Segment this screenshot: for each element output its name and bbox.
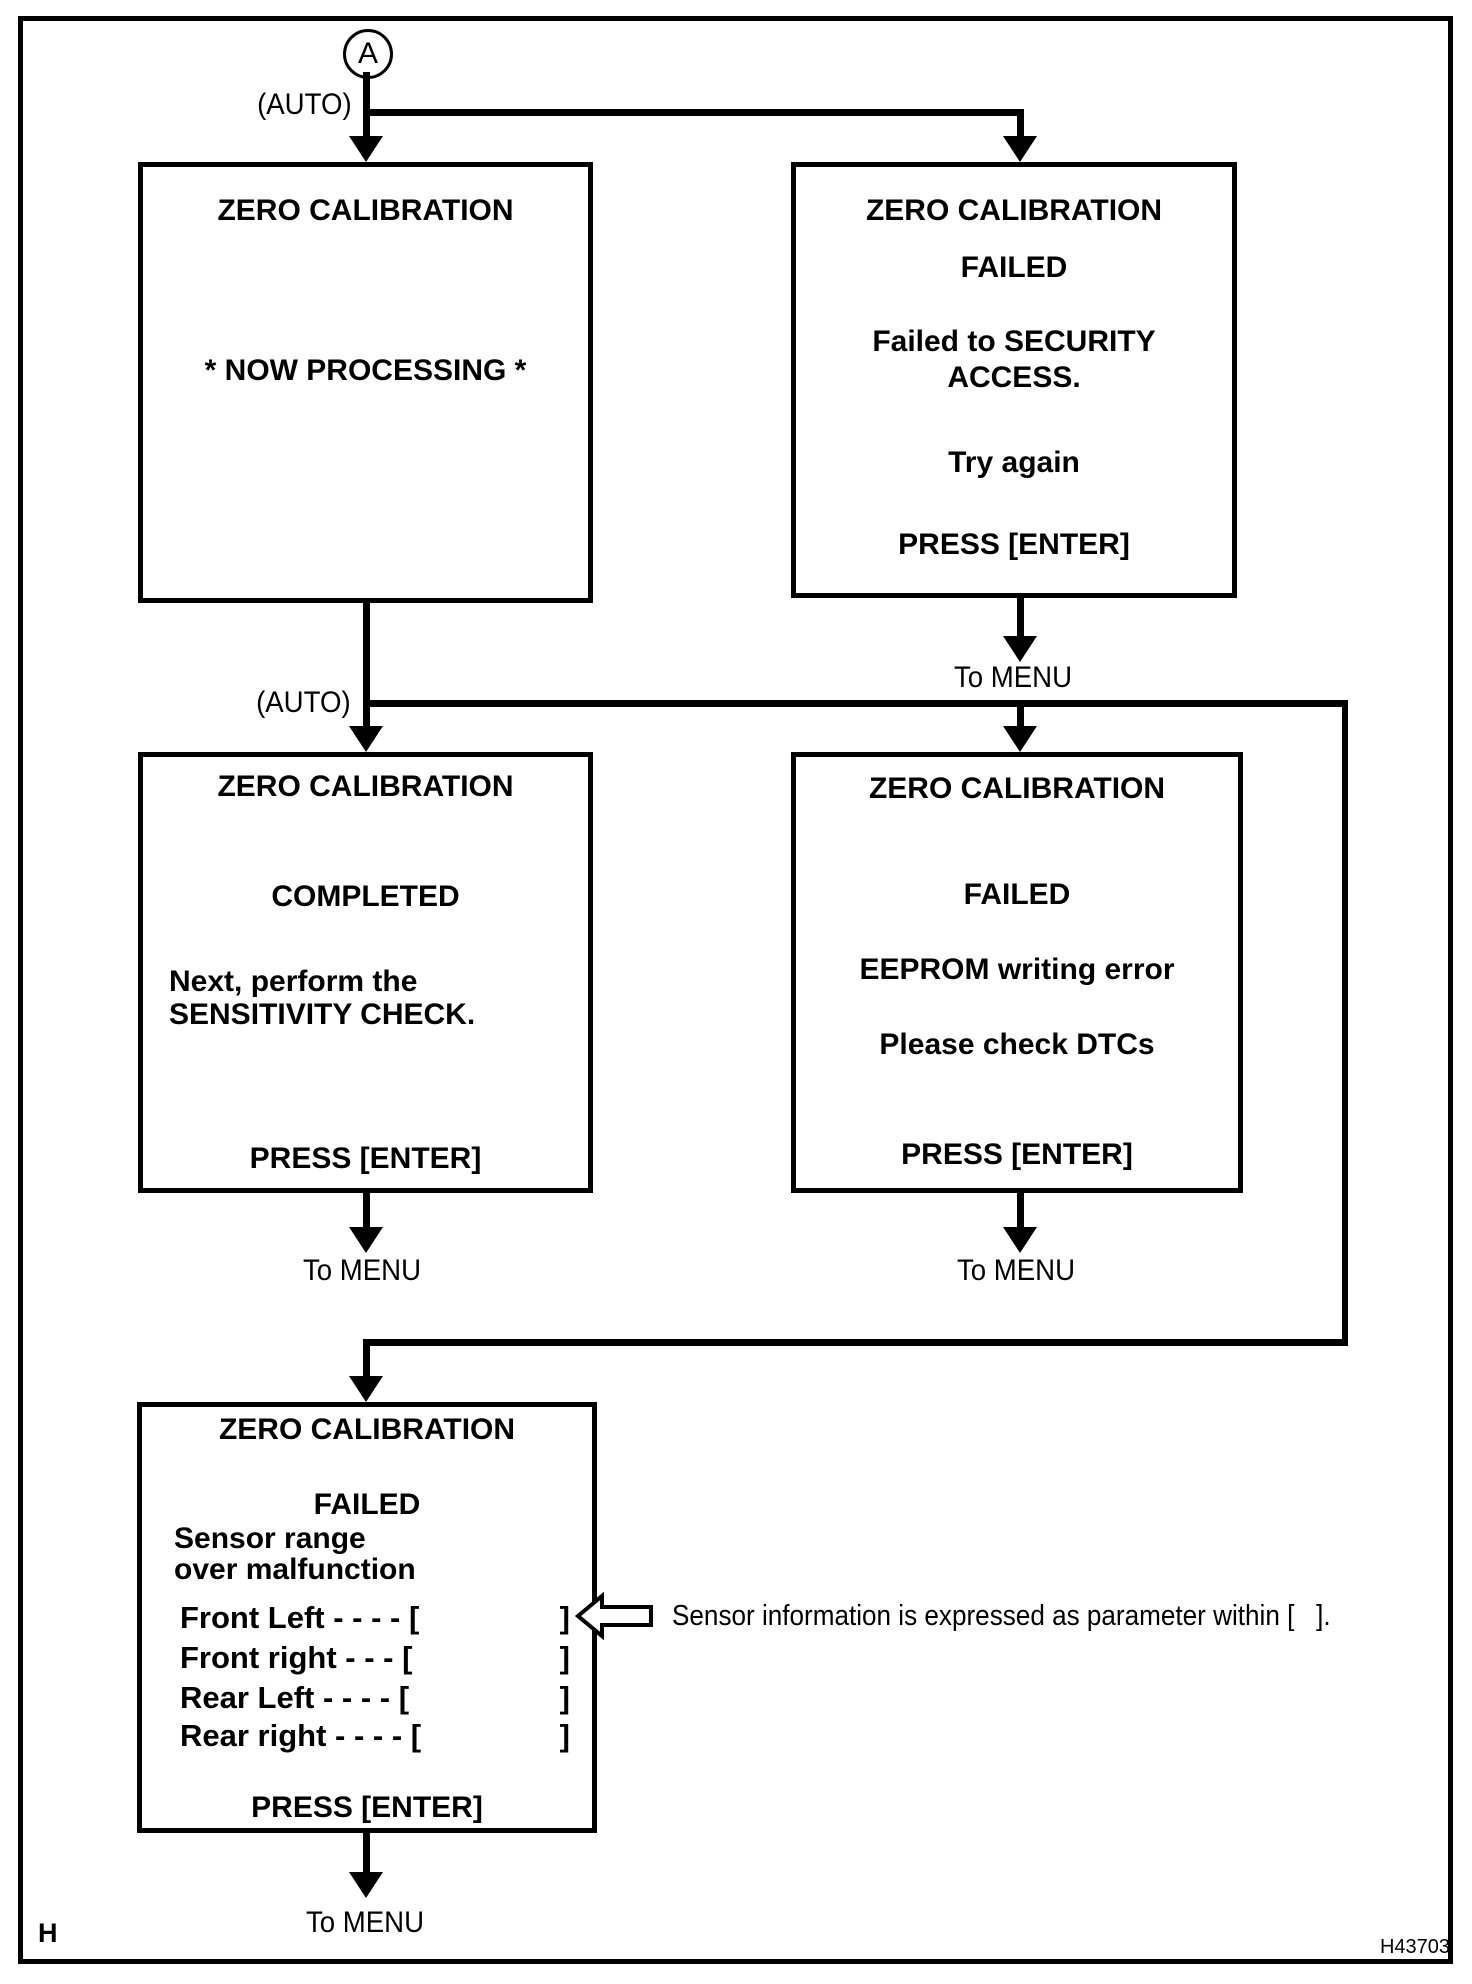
sensor-row-front-left-bracket: ] — [559, 1600, 570, 1635]
sensor-row-front-right: Front right - - - [ ] — [180, 1640, 570, 1676]
box-now-processing-title: ZERO CALIBRATION — [217, 194, 514, 227]
flow-line-into-sensor-box — [363, 1339, 370, 1378]
sensor-row-rear-left-bracket: ] — [559, 1680, 570, 1715]
box-completed-action: PRESS [ENTER] — [249, 1142, 482, 1175]
box-sensor-line1: Sensor range — [174, 1522, 366, 1555]
sensor-row-rear-right-bracket: ] — [559, 1718, 570, 1753]
box-failed-security-line2: ACCESS. — [947, 361, 1081, 394]
arrowhead-eeprom-to-menu — [1003, 1227, 1037, 1253]
arrowhead-security-to-menu — [1003, 636, 1037, 662]
sensor-row-rear-right: Rear right - - - - [ ] — [180, 1718, 570, 1754]
box-sensor-action: PRESS [ENTER] — [251, 1791, 483, 1824]
footer-letter: H — [38, 1918, 58, 1948]
box-failed-eeprom-action: PRESS [ENTER] — [901, 1138, 1133, 1171]
box-completed-line1: Next, perform the — [169, 965, 418, 998]
arrowhead-completed-to-menu — [349, 1227, 383, 1253]
box-failed-security: ZERO CALIBRATION FAILED Failed to SECURI… — [791, 162, 1237, 598]
sensor-row-front-left: Front Left - - - - [ ] — [180, 1600, 570, 1636]
figure-code: H43703 — [1379, 1936, 1450, 1958]
box-sensor-line2: over malfunction — [174, 1553, 416, 1586]
to-menu-label-security: To MENU — [953, 661, 1073, 694]
sensor-row-front-right-label: Front right - - - [ — [180, 1640, 413, 1675]
flow-line-processing-down — [363, 601, 370, 729]
box-failed-security-title: ZERO CALIBRATION — [865, 194, 1163, 227]
annotation-text: Sensor information is expressed as param… — [672, 1600, 1331, 1632]
box-completed-status: COMPLETED — [271, 880, 460, 913]
to-menu-label-bottom: To MENU — [305, 1906, 425, 1939]
flow-line-a-down — [363, 72, 370, 138]
arrowhead-sensor-to-menu — [349, 1872, 383, 1898]
box-completed-line2: SENSITIVITY CHECK. — [169, 998, 476, 1031]
flow-line-branch-to-eeprom — [1017, 703, 1024, 729]
arrowhead-into-processing-box — [349, 136, 383, 162]
box-failed-security-status: FAILED — [960, 251, 1068, 284]
flow-line-sensor-to-menu — [363, 1831, 370, 1872]
arrowhead-into-sensor-box — [349, 1376, 383, 1402]
arrowhead-into-failed-security-box — [1003, 136, 1037, 162]
callout-arrow-left-icon — [575, 1592, 653, 1640]
box-failed-sensor-range: ZERO CALIBRATION FAILED Sensor range ove… — [137, 1402, 597, 1833]
box-failed-eeprom-status: FAILED — [963, 878, 1071, 911]
box-failed-eeprom: ZERO CALIBRATION FAILED EEPROM writing e… — [791, 752, 1243, 1193]
arrowhead-into-eeprom-box — [1003, 726, 1037, 752]
sensor-row-front-right-bracket: ] — [559, 1640, 570, 1675]
box-completed-title: ZERO CALIBRATION — [217, 770, 514, 803]
to-menu-label-completed: To MENU — [302, 1254, 422, 1287]
box-failed-security-action: PRESS [ENTER] — [898, 528, 1130, 561]
sensor-row-rear-left: Rear Left - - - - [ ] — [180, 1680, 570, 1716]
sensor-row-front-left-label: Front Left - - - - [ — [180, 1600, 420, 1635]
box-failed-eeprom-line2: Please check DTCs — [879, 1028, 1155, 1061]
flow-line-top-branch — [363, 109, 1024, 116]
flow-line-completed-to-menu — [363, 1191, 370, 1227]
box-now-processing-body: * NOW PROCESSING * — [204, 354, 527, 387]
flow-line-auto-branch — [363, 700, 1348, 707]
flow-line-right-side-drop — [1342, 700, 1348, 1346]
connector-a-label: A — [357, 37, 378, 70]
flow-line-top-right-drop — [1017, 109, 1024, 138]
box-failed-eeprom-line1: EEPROM writing error — [859, 953, 1175, 986]
flow-line-eeprom-to-menu — [1017, 1191, 1024, 1227]
arrowhead-into-completed-box — [349, 726, 383, 752]
auto-label-mid: (AUTO) — [256, 686, 351, 719]
box-now-processing: ZERO CALIBRATION * NOW PROCESSING * — [138, 162, 593, 603]
page-border — [18, 16, 1453, 1964]
to-menu-label-eeprom: To MENU — [956, 1254, 1076, 1287]
sensor-row-rear-left-label: Rear Left - - - - [ — [180, 1680, 410, 1715]
box-failed-eeprom-title: ZERO CALIBRATION — [868, 772, 1166, 805]
auto-label-top: (AUTO) — [257, 88, 352, 121]
box-sensor-title: ZERO CALIBRATION — [218, 1413, 516, 1446]
sensor-row-rear-right-label: Rear right - - - - [ — [180, 1718, 422, 1753]
box-failed-security-line1: Failed to SECURITY — [872, 325, 1156, 358]
flow-line-bottom-elbow — [363, 1339, 1348, 1346]
flow-line-security-to-menu — [1017, 596, 1024, 636]
box-failed-security-line3: Try again — [948, 446, 1080, 479]
box-sensor-status: FAILED — [313, 1488, 421, 1521]
box-completed: ZERO CALIBRATION COMPLETED Next, perform… — [138, 752, 593, 1193]
